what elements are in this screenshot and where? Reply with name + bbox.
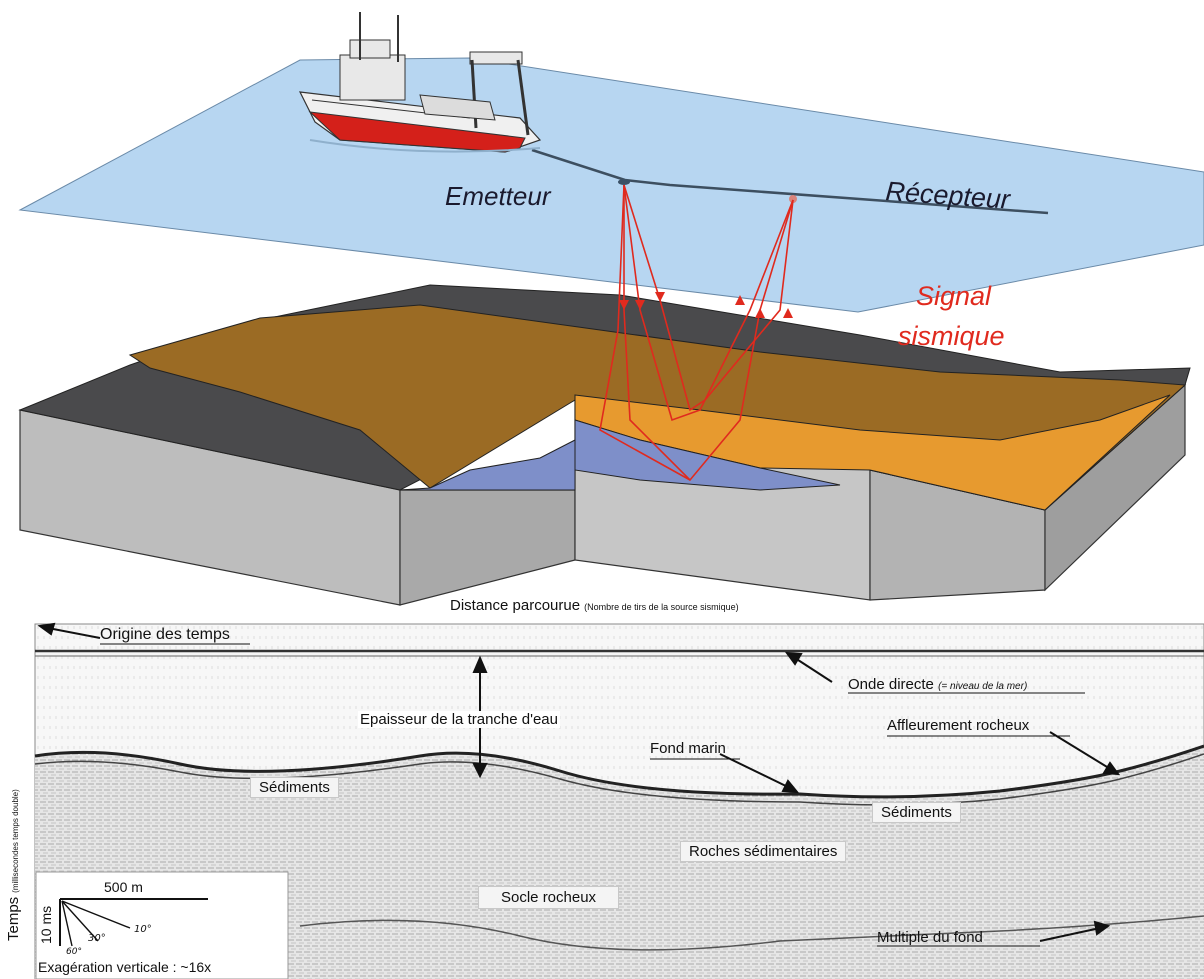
direct-wave-label: Onde directe (= niveau de la mer) bbox=[848, 676, 1027, 693]
seismic-block-diagram: Emetteur Récepteur Signal sismique bbox=[18, 12, 1204, 606]
survey-ship bbox=[298, 12, 542, 153]
signal-label-line2: sismique bbox=[898, 321, 1005, 351]
scale-horizontal-label: 500 m bbox=[104, 879, 143, 895]
direct-wave-text: Onde directe bbox=[848, 676, 934, 693]
water-thickness-label: Epaisseur de la tranche d'eau bbox=[358, 711, 560, 728]
x-axis-title: Distance parcourue(Nombre de tirs de la … bbox=[450, 597, 739, 614]
outcrop-label: Affleurement rocheux bbox=[887, 717, 1030, 734]
seismic-profile: Distance parcourue(Nombre de tirs de la … bbox=[5, 597, 1204, 979]
signal-label-line1: Signal bbox=[916, 281, 992, 311]
annotation-arrows bbox=[37, 622, 1121, 942]
emitter-label: Emetteur bbox=[445, 181, 552, 211]
basement-notch-side bbox=[399, 489, 576, 606]
direct-wave-note: (= niveau de la mer) bbox=[938, 681, 1028, 692]
scale-box bbox=[35, 871, 289, 979]
streamer-cable bbox=[531, 148, 1049, 215]
bedrock-label: Socle rocheux bbox=[478, 886, 620, 909]
receiver-hydrophone bbox=[789, 195, 797, 203]
sediments-left-label: Sédiments bbox=[250, 777, 339, 798]
seafloor-reflector bbox=[34, 744, 1204, 799]
sedimentary-rocks-label: Roches sédimentaires bbox=[680, 841, 847, 862]
angle-30-label: 30° bbox=[88, 933, 106, 944]
emitter-source bbox=[618, 179, 630, 185]
multiple-label: Multiple du fond bbox=[877, 929, 983, 946]
angle-10-label: 10° bbox=[134, 924, 152, 935]
y-axis-title: Temps(millisecondes temps double) bbox=[5, 789, 22, 941]
seafloor-label: Fond marin bbox=[650, 740, 726, 757]
multiple-reflector bbox=[299, 915, 1204, 951]
angle-60-label: 60° bbox=[66, 947, 82, 957]
sediments-right-label: Sédiments bbox=[872, 802, 961, 823]
ray-arrowheads bbox=[619, 292, 793, 318]
sea-surface bbox=[18, 57, 1204, 313]
dip-angle-lines bbox=[61, 900, 131, 947]
scale-vertical-label: 10 ms bbox=[38, 905, 54, 944]
blue-layer-left bbox=[399, 439, 576, 491]
blue-layer bbox=[574, 419, 841, 491]
origin-label: Origine des temps bbox=[100, 626, 230, 643]
exaggeration-label: Exagération verticale : ~16x bbox=[38, 959, 212, 975]
seafloor-reflector-2 bbox=[34, 753, 1204, 806]
